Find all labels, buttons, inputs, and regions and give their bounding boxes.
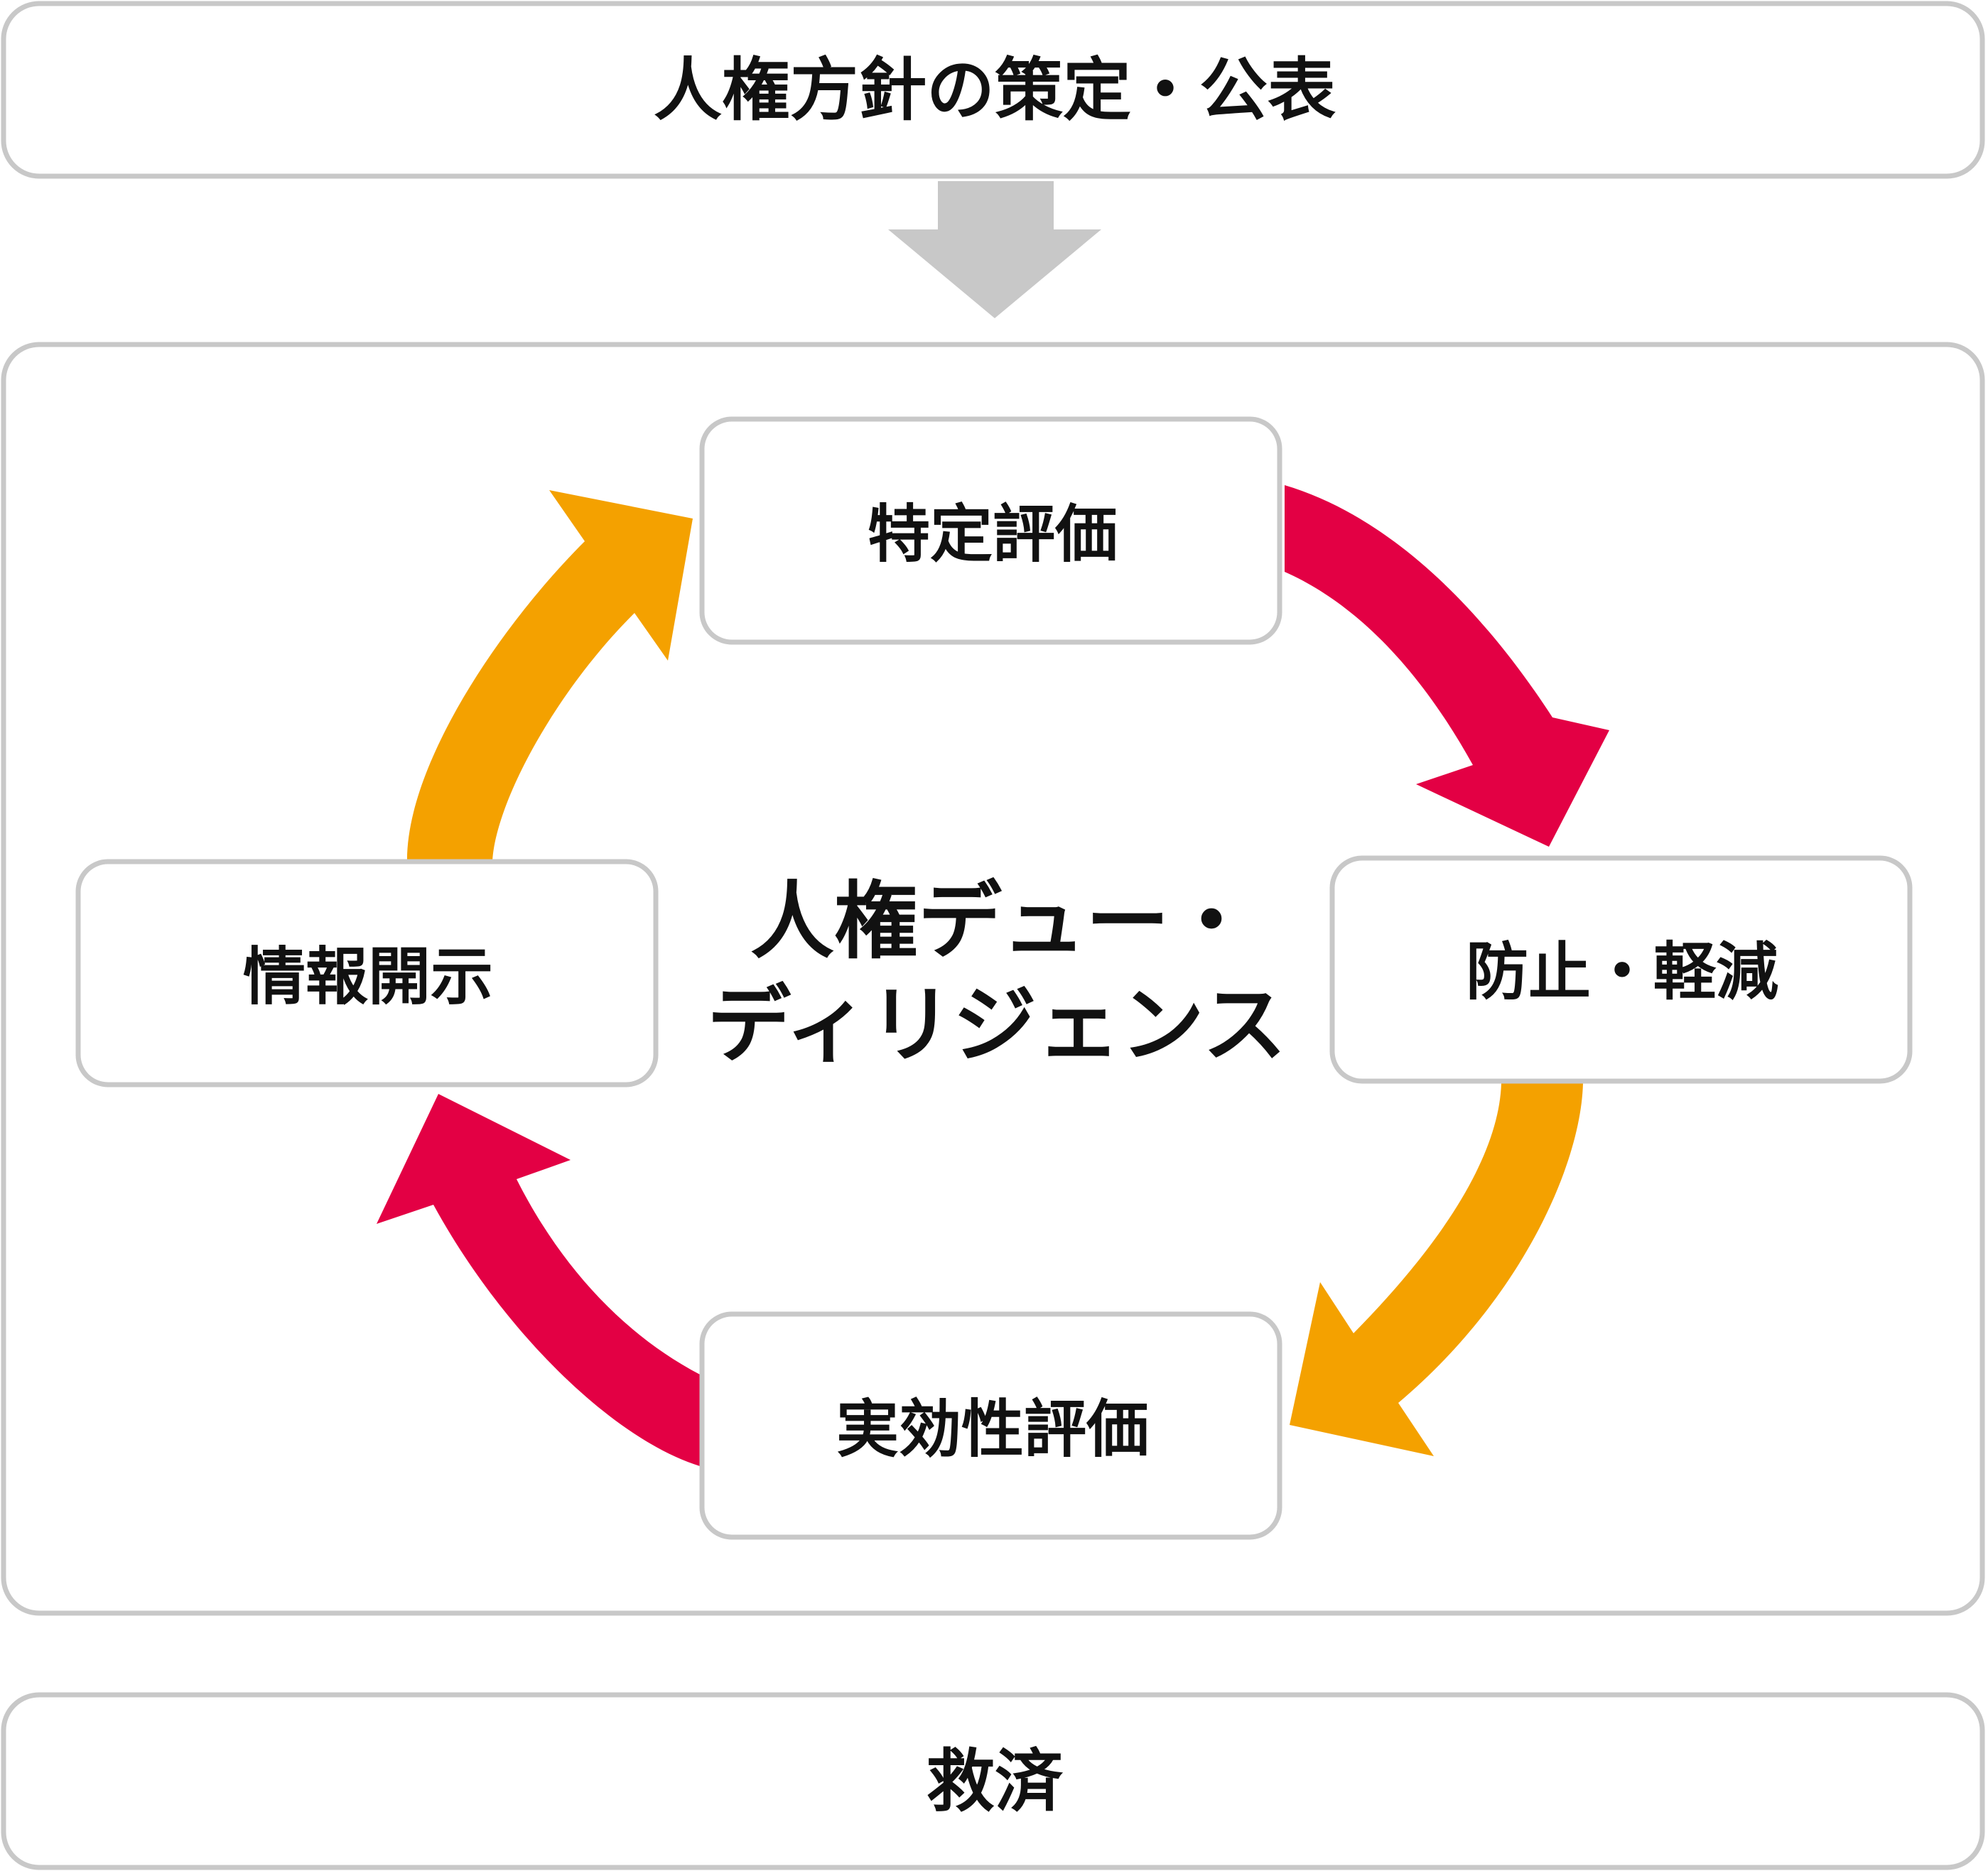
cycle-arrow-effectiveness-to-disclosure <box>377 1094 700 1466</box>
step-effectiveness-evaluation: 実効性評価 <box>699 1311 1282 1540</box>
center-title-line1: 人権デュー・ <box>750 872 1253 970</box>
step-information-disclosure-frame <box>75 859 659 1088</box>
policy-box-label: 人権方針の策定・公表 <box>654 50 1336 130</box>
step-identify-assess: 特定評価 <box>699 416 1282 645</box>
step-prevent-mitigate-frame <box>1329 855 1913 1084</box>
policy-box: 人権方針の策定・公表 <box>1 1 1985 179</box>
step-information-disclosure-label: 情報開示 <box>243 940 493 1014</box>
step-effectiveness-evaluation-frame <box>699 1311 1282 1540</box>
remedy-box-frame <box>1 1692 1985 1870</box>
step-prevent-mitigate: 防止・軽減 <box>1329 855 1913 1084</box>
center-title: 人権デュー・ ディリジェンス <box>707 872 1286 1074</box>
cycle-arrows <box>377 485 1609 1466</box>
down-arrow-icon <box>888 181 1101 318</box>
step-identify-assess-label: 特定評価 <box>868 498 1118 571</box>
step-prevent-mitigate-label: 防止・軽減 <box>1466 936 1778 1009</box>
remedy-box: 救済 <box>1 1692 1985 1870</box>
step-effectiveness-evaluation-label: 実効性評価 <box>836 1393 1149 1466</box>
policy-box-frame <box>1 1 1985 179</box>
cycle-arrow-identify-to-prevent <box>1285 485 1609 847</box>
step-identify-assess-frame <box>699 416 1282 645</box>
cycle-arrow-prevent-to-effectiveness <box>1290 1083 1583 1456</box>
cycle-arrow-disclosure-to-identify <box>406 490 693 863</box>
center-title-line2: ディリジェンス <box>707 976 1286 1074</box>
remedy-box-label: 救済 <box>927 1742 1064 1821</box>
step-information-disclosure: 情報開示 <box>75 859 659 1088</box>
